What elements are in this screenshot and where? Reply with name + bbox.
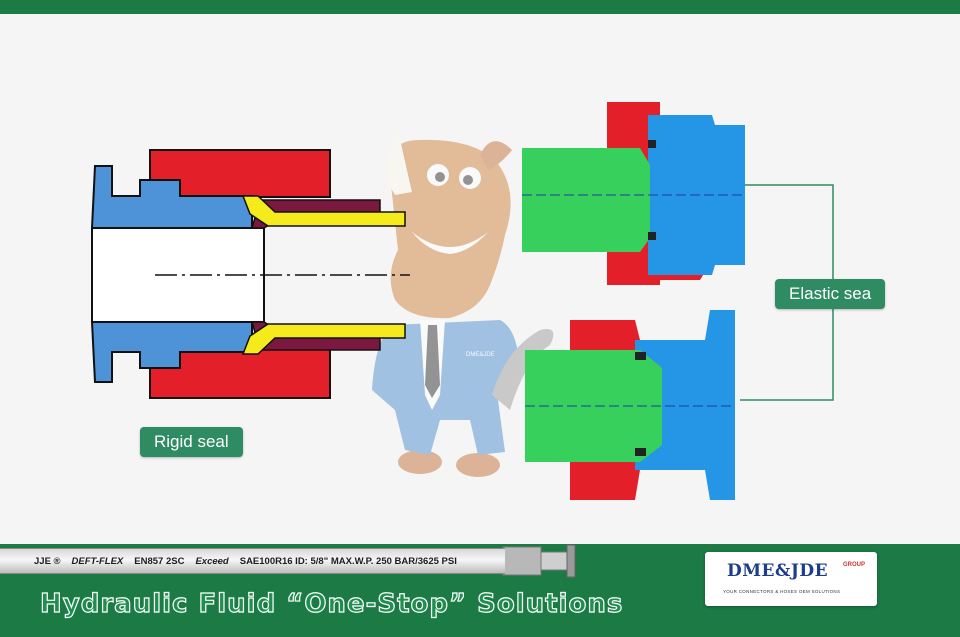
fitting-hex	[566, 544, 576, 578]
mascot-jacket-logo: DME&JDE	[466, 352, 495, 358]
mascot-ear	[480, 141, 512, 170]
mascot-tie	[425, 325, 440, 398]
fitting-ferrule	[502, 546, 542, 576]
mascot-held-hose	[492, 329, 554, 410]
mascot-jacket	[372, 320, 520, 455]
hose-standard: EN857 2SC	[134, 555, 185, 567]
hose-brand: JJE ®	[34, 555, 61, 567]
elastic-seal-bottom-diagram	[525, 310, 735, 500]
fitting-nipple	[540, 551, 568, 571]
rigid-seal-label: Rigid seal	[140, 427, 243, 457]
elastic-seal-label: Elastic sea	[775, 279, 886, 309]
logo-group: GROUP	[843, 562, 866, 568]
elastic-bottom-tube	[525, 350, 662, 462]
rigid-seal-diagram	[90, 149, 410, 399]
hose-spec: SAE100R16 ID: 5/8" MAX.W.P. 250 BAR/3625…	[239, 555, 457, 567]
hose-grade: Exceed	[195, 555, 229, 567]
elastic-bottom-oring-upper	[635, 352, 646, 360]
elastic-seal-top-diagram	[522, 102, 745, 285]
elastic-top-oring-upper	[648, 140, 656, 148]
mascot-pupil-left	[435, 172, 445, 182]
elastic-top-oring-lower	[648, 232, 656, 240]
hose-series: DEFT-FLEX	[71, 555, 124, 567]
hose-print-strip: JJE ® DEFT-FLEX EN857 2SC Exceed SAE100R…	[0, 548, 505, 574]
company-logo: DME&JDE GROUP YOUR CONNECTORS & HOSES OE…	[705, 552, 877, 606]
mascot-head	[389, 139, 511, 319]
mascot-pupil-right	[463, 175, 473, 185]
elastic-top-tube	[522, 148, 650, 252]
rigid-tube-lower	[241, 323, 406, 355]
mascot-horn	[387, 130, 412, 195]
footer-slogan: Hydraulic Fluid “One-Stop” Solutions	[39, 588, 624, 619]
mascot-foot-left	[398, 450, 442, 474]
rigid-tube-upper	[241, 195, 406, 227]
mascot-foot-right	[456, 453, 500, 477]
rhino-mascot: DME&JDE	[372, 130, 554, 477]
hose-end-fitting	[502, 544, 576, 578]
logo-name: DME&JDE	[727, 561, 829, 581]
elastic-bottom-oring-lower	[635, 448, 646, 456]
mascot-smile	[412, 232, 488, 254]
logo-tagline: YOUR CONNECTORS & HOSES OEM SOLUTIONS	[723, 589, 841, 594]
elastic-bottom-body	[635, 310, 735, 500]
